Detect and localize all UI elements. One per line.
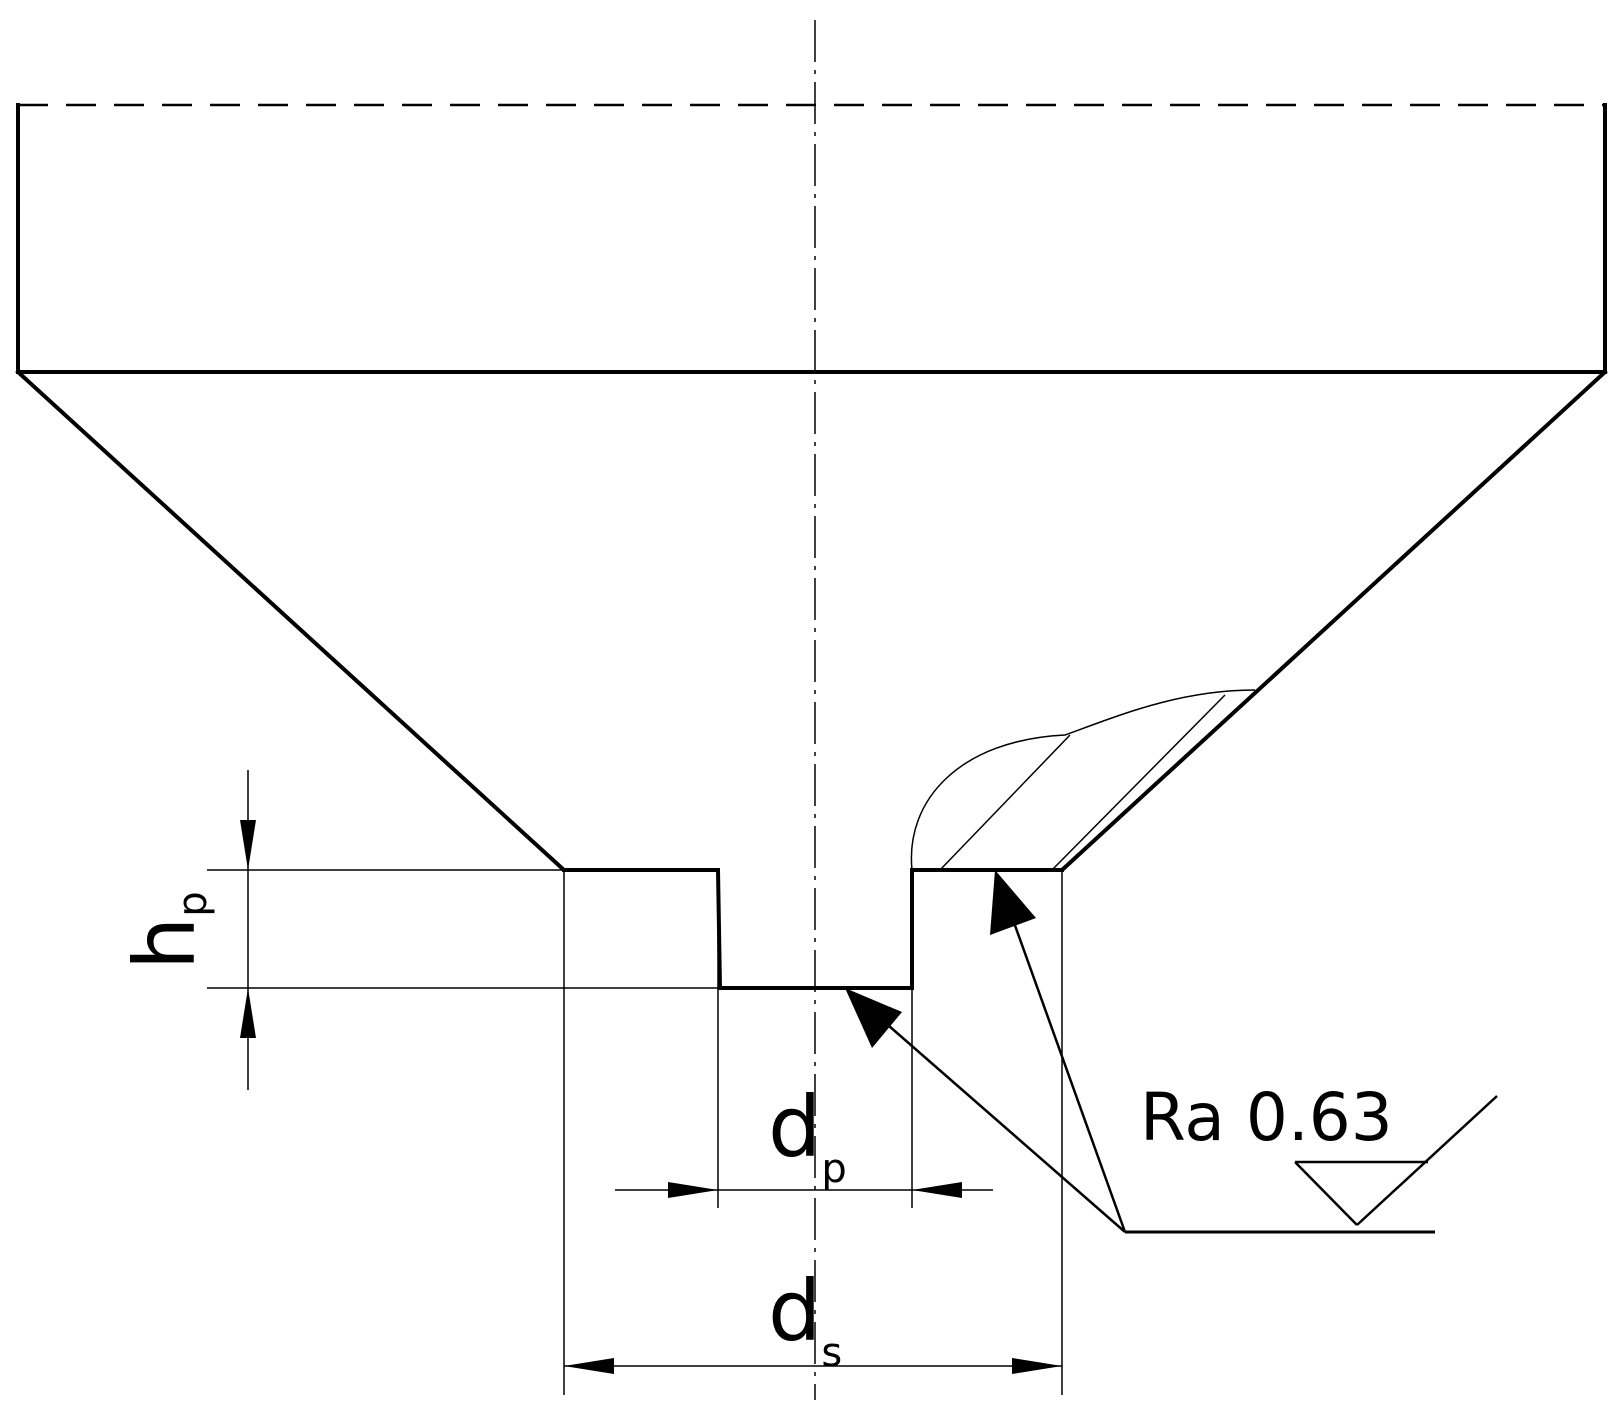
cone-outline: [15, 369, 1608, 873]
ds-dimension: ds: [564, 1262, 1062, 1376]
hp-label: hp: [116, 891, 216, 970]
cylinder-body: [16, 103, 1607, 374]
bottom-face-with-pocket: [562, 867, 1064, 991]
surface-roughness-callout: Ra 0.63: [845, 870, 1498, 1234]
dp-label: dp: [768, 1078, 847, 1192]
ds-label: ds: [768, 1262, 842, 1376]
roughness-symbol-icon: [1294, 1095, 1498, 1226]
hp-dimension: hp: [116, 770, 256, 1090]
partial-section-break: [910, 689, 1256, 871]
roughness-label: Ra 0.63: [1140, 1079, 1393, 1156]
extension-lines: [207, 869, 1063, 1395]
dp-dimension: dp: [615, 1078, 993, 1198]
